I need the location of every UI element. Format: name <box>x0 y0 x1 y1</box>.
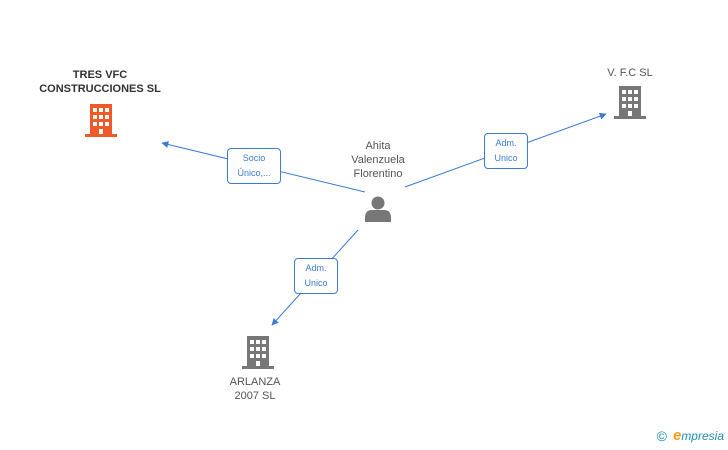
relation-line2: Unico <box>304 278 328 288</box>
person-label[interactable]: Ahita Valenzuela Florentino <box>335 139 421 181</box>
relation-line1: Socio <box>242 153 266 163</box>
person-name-line3: Florentino <box>353 168 403 180</box>
company-label-vfc[interactable]: V. F.C SL <box>590 66 670 80</box>
relation-label-socio-unico[interactable]: Socio Único,... <box>227 148 281 184</box>
relation-line1: Adm. <box>495 138 517 148</box>
copyright-symbol: © <box>656 427 667 444</box>
relation-label-adm-unico-arlanza[interactable]: Adm. Unico <box>294 258 338 294</box>
footer-brand: © empresia <box>657 427 724 444</box>
building-icon[interactable] <box>85 104 117 137</box>
relation-line1: Adm. <box>305 263 327 273</box>
relation-line2: Único,... <box>237 168 271 178</box>
company-name-line1: V. F.C SL <box>607 67 653 79</box>
relation-line2: Unico <box>494 153 518 163</box>
empresia-logo[interactable]: empresia <box>673 427 724 444</box>
building-icon[interactable] <box>242 336 274 369</box>
company-name-line2: 2007 SL <box>234 390 276 402</box>
brand-rest: mpresia <box>681 429 724 443</box>
company-name-line1: ARLANZA <box>229 376 281 388</box>
person-name-line1: Ahita <box>365 140 391 152</box>
person-icon[interactable] <box>365 196 391 223</box>
company-label-arlanza[interactable]: ARLANZA 2007 SL <box>215 375 295 403</box>
brand-initial: e <box>672 427 682 444</box>
relation-label-adm-unico-vfc[interactable]: Adm. Unico <box>484 133 528 169</box>
person-name-line2: Valenzuela <box>351 154 405 166</box>
company-name-line2: CONSTRUCCIONES SL <box>39 83 161 95</box>
building-icon[interactable] <box>614 86 646 119</box>
company-label-tres-vfc[interactable]: TRES VFC CONSTRUCCIONES SL <box>20 68 180 96</box>
company-name-line1: TRES VFC <box>72 69 128 81</box>
